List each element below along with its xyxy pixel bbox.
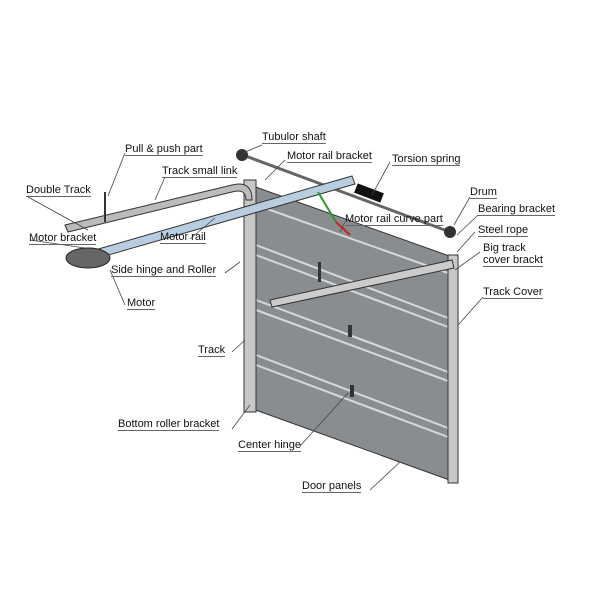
right-track [447, 254, 459, 484]
label-door-panels: Door panels [302, 480, 362, 493]
label-big-track-line1: Big track [483, 242, 526, 254]
left-track [243, 179, 257, 413]
label-torsion-spring: Torsion spring [392, 153, 461, 166]
label-track-small-link: Track small link [162, 165, 238, 178]
label-track-cover: Track Cover [483, 286, 543, 299]
label-motor-rail: Motor rail [160, 231, 206, 244]
right-drum [444, 226, 456, 238]
track-cover-bracket [269, 259, 455, 308]
door-panels-shape [249, 184, 456, 483]
label-motor-bracket: Motor bracket [29, 232, 97, 245]
label-tubulor-shaft: Tubulor shaft [262, 131, 326, 144]
label-drum: Drum [470, 186, 497, 199]
label-steel-rope: Steel rope [478, 224, 529, 237]
double-track-shape [64, 183, 253, 233]
label-track: Track [198, 344, 226, 357]
label-motor-rail-curve-part: Motor rail curve part [345, 213, 443, 226]
label-center-hinge: Center hinge [238, 439, 301, 452]
label-double-track: Double Track [26, 184, 91, 197]
motor-shape [65, 247, 111, 269]
label-motor-rail-bracket: Motor rail bracket [287, 150, 372, 163]
label-pull-push-part: Pull & push part [125, 143, 203, 156]
left-drum [236, 149, 248, 161]
label-bearing-bracket: Bearing bracket [478, 203, 556, 216]
label-motor: Motor [127, 297, 156, 310]
label-bottom-roller-bracket: Bottom roller bracket [118, 418, 220, 431]
label-side-hinge-roller: Side hinge and Roller [111, 264, 217, 277]
label-big-track-line2: cover brackt [483, 254, 543, 267]
